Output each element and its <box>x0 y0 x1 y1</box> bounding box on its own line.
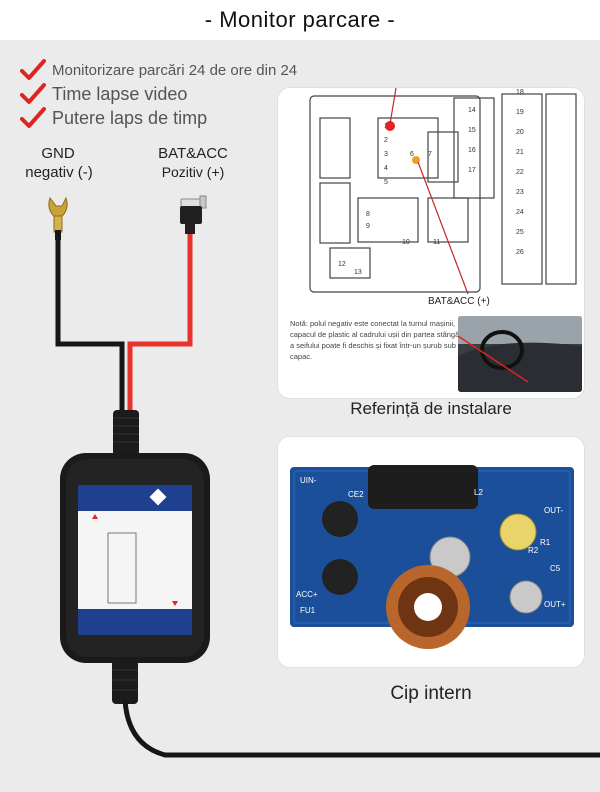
pointer-line <box>417 161 469 295</box>
fuse-number: 16 <box>468 147 476 154</box>
gnd-wire <box>55 238 125 415</box>
bat-wire <box>127 232 193 415</box>
fuse-tap-icon <box>180 195 207 234</box>
fuse-number: 22 <box>516 169 524 176</box>
fuse-number: 18 <box>516 89 524 96</box>
feature-text: Putere laps de timp <box>52 107 208 128</box>
fuse-number: 10 <box>402 239 410 246</box>
pcb-label: CE2 <box>348 490 364 499</box>
feature-item: Time lapse video <box>20 82 297 106</box>
fuse-number: 8 <box>366 211 370 218</box>
pcb-label: L2 <box>474 488 483 497</box>
fuse-number: 3 <box>384 151 388 158</box>
reference-caption: Referință de instalare <box>350 399 512 418</box>
red-check-icon <box>20 59 46 80</box>
pcb-label: R1 <box>540 538 551 547</box>
fuse-number: 17 <box>468 167 476 174</box>
pcb-label: R2 <box>528 546 539 555</box>
spade-terminal-icon <box>48 196 68 240</box>
pcb-label: FU1 <box>300 606 316 615</box>
fuse-number: 2 <box>384 137 388 144</box>
fuse-number: 25 <box>516 229 524 236</box>
bat-acc-diagram-label: BAT&ACC (+) <box>428 296 490 307</box>
pcb-label: OUT- <box>544 506 563 515</box>
red-marker-dot <box>385 121 395 131</box>
bat-acc-label: BAT&ACC <box>158 145 228 162</box>
fuse-number: 13 <box>354 269 362 276</box>
converter-box <box>60 453 210 663</box>
pointer-line <box>389 88 397 125</box>
output-cable <box>122 699 600 758</box>
fuse-number: 5 <box>384 179 388 186</box>
car-interior-photo <box>458 316 582 392</box>
fuse-number: 19 <box>516 109 524 116</box>
fuse-number: 26 <box>516 249 524 256</box>
fuse-number: 23 <box>516 189 524 196</box>
strain-relief-bottom <box>112 660 138 704</box>
fuse-number: 20 <box>516 129 524 136</box>
fuse-number: 15 <box>468 127 476 134</box>
fuse-number: 4 <box>384 165 388 172</box>
fuse-number: 14 <box>468 107 476 114</box>
fuse-number: 6 <box>410 151 414 158</box>
pcb-label: C5 <box>550 564 561 573</box>
page-title-text: - Monitor parcare - <box>204 7 396 32</box>
feature-list: Monitorizare parcări 24 de ore din 24 Ti… <box>20 58 297 130</box>
pcb-label: ACC+ <box>296 590 318 599</box>
feature-item: Putere laps de timp <box>20 106 297 130</box>
page-title: - Monitor parcare - <box>0 0 600 40</box>
fuse-box-card: 1 2 3 4 5 6 7 8 9 10 11 12 13 14 15 16 1… <box>278 88 584 398</box>
fuse-number: 9 <box>366 223 370 230</box>
gnd-label: GND <box>41 145 75 162</box>
bat-acc-sub-label: Pozitiv (+) <box>161 164 225 180</box>
fuse-number: 7 <box>428 151 432 158</box>
fuse-number: 24 <box>516 209 524 216</box>
red-check-icon <box>20 83 46 104</box>
chip-card: UIN- CE2 L2 OUT- ACC+ FU1 C5 R1 R2 OUT+ <box>278 437 584 667</box>
gnd-sub-label: negativ (-) <box>25 164 93 181</box>
fuse-number: 21 <box>516 149 524 156</box>
feature-text: Monitorizare parcări 24 de ore din 24 <box>52 61 298 79</box>
feature-item: Monitorizare parcări 24 de ore din 24 <box>20 58 297 82</box>
strain-relief-top <box>113 410 139 456</box>
pcb-label: UIN- <box>300 476 317 485</box>
chip-caption: Cip intern <box>390 683 472 704</box>
pcb-label: OUT+ <box>544 600 566 609</box>
fuse-number: 11 <box>433 239 440 246</box>
installation-note: Notă: polul negativ este conectat la tur… <box>290 319 460 361</box>
feature-text: Time lapse video <box>52 83 188 104</box>
pcb-board-image: UIN- CE2 L2 OUT- ACC+ FU1 C5 R1 R2 OUT+ <box>278 437 584 667</box>
fuse-box-diagram: 1 2 3 4 5 6 7 8 9 10 11 12 13 14 15 16 1… <box>309 88 577 295</box>
fuse-number: 12 <box>338 261 346 268</box>
red-check-icon <box>20 107 46 128</box>
